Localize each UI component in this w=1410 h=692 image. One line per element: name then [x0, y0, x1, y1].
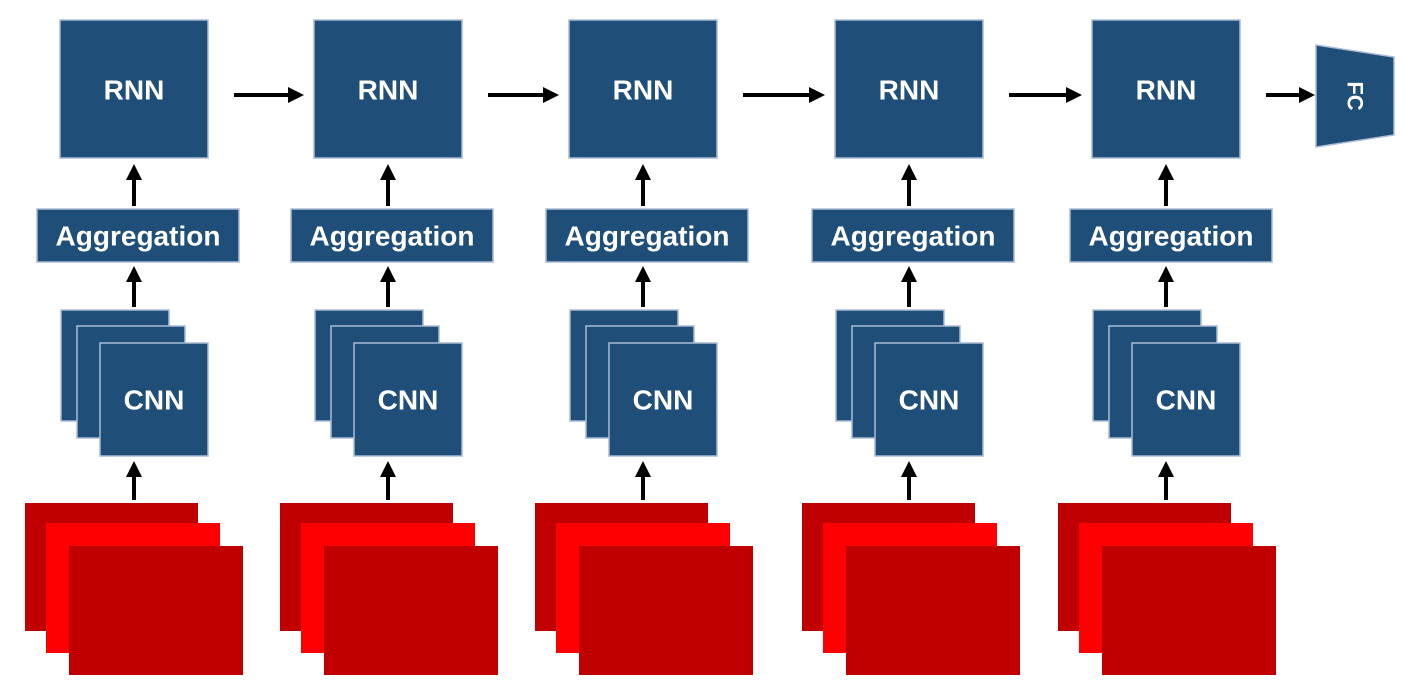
aggregation-label: Aggregation — [310, 221, 475, 252]
rnn-block — [313, 19, 463, 159]
aggregation-block — [1069, 208, 1273, 263]
rnn-label: RNN — [613, 75, 674, 106]
aggregation-block — [36, 208, 240, 263]
cnn-layer-front — [608, 342, 718, 457]
cnn-layer-front — [874, 342, 984, 457]
rnn-block — [834, 19, 984, 159]
cnn-label: CNN — [378, 385, 439, 416]
aggregation-label: Aggregation — [1089, 221, 1254, 252]
aggregation-label: Aggregation — [565, 221, 730, 252]
aggregation-block — [811, 208, 1015, 263]
cnn-label: CNN — [1156, 385, 1217, 416]
cnn-label: CNN — [899, 385, 960, 416]
fc-label: FC — [1343, 81, 1368, 110]
rnn-block — [568, 19, 718, 159]
rnn-label: RNN — [104, 75, 165, 106]
rnn-label: RNN — [1136, 75, 1197, 106]
cnn-layer-front — [1131, 342, 1241, 457]
rnn-block — [1091, 19, 1241, 159]
aggregation-block — [545, 208, 749, 263]
cnn-layer-front — [353, 342, 463, 457]
frame-front — [69, 546, 243, 675]
frame-front — [846, 546, 1020, 675]
aggregation-label: Aggregation — [831, 221, 996, 252]
frame-front — [579, 546, 753, 675]
aggregation-label: Aggregation — [56, 221, 221, 252]
rnn-block — [59, 19, 209, 159]
fc-block: FC — [1315, 44, 1395, 148]
cnn-label: CNN — [633, 385, 694, 416]
aggregation-block — [290, 208, 494, 263]
frame-front — [1102, 546, 1276, 675]
cnn-layer-front — [99, 342, 209, 457]
cnn-label: CNN — [124, 385, 185, 416]
frame-front — [324, 546, 498, 675]
rnn-label: RNN — [358, 75, 419, 106]
rnn-label: RNN — [879, 75, 940, 106]
fc-shape — [1315, 44, 1395, 148]
